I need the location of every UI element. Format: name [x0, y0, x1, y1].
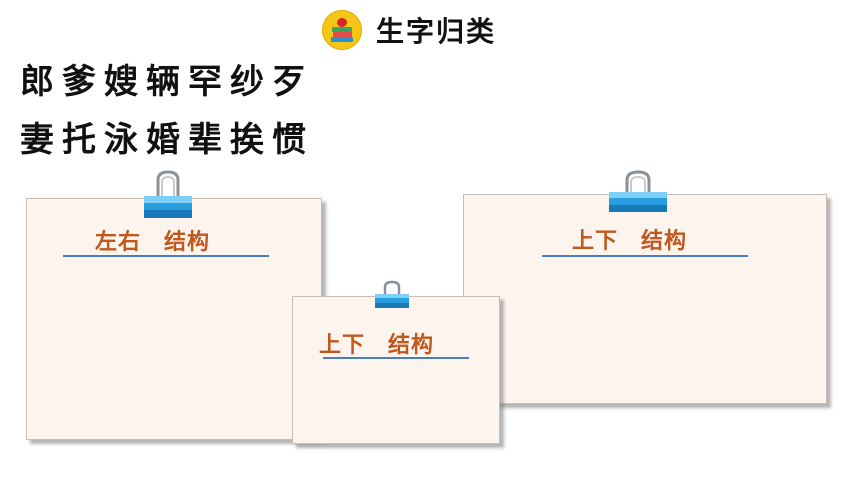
card-label: 上下 结构 — [572, 229, 688, 254]
binder-clip-icon — [375, 280, 409, 308]
card-underline — [323, 357, 469, 359]
binder-clip-icon — [609, 170, 667, 212]
card-top-bottom-structure-middle: 上下 结构 — [292, 296, 500, 444]
card-label: 左右 结构 — [95, 230, 211, 255]
books-apple-icon — [322, 10, 362, 50]
characters-row-1: 郎爹嫂辆罕纱歹 — [20, 62, 314, 102]
title-text: 生字归类 — [376, 15, 497, 48]
card-underline — [542, 255, 748, 257]
binder-clip-icon — [144, 170, 192, 218]
characters-row-2: 妻托泳婚辈挨惯 — [20, 120, 314, 160]
section-title: 生字归类 — [322, 8, 496, 52]
card-label: 上下 结构 — [319, 333, 435, 358]
card-left-right-structure: 左右 结构 — [26, 198, 322, 440]
card-top-bottom-structure-right: 上下 结构 — [463, 194, 827, 404]
card-underline — [63, 255, 269, 257]
